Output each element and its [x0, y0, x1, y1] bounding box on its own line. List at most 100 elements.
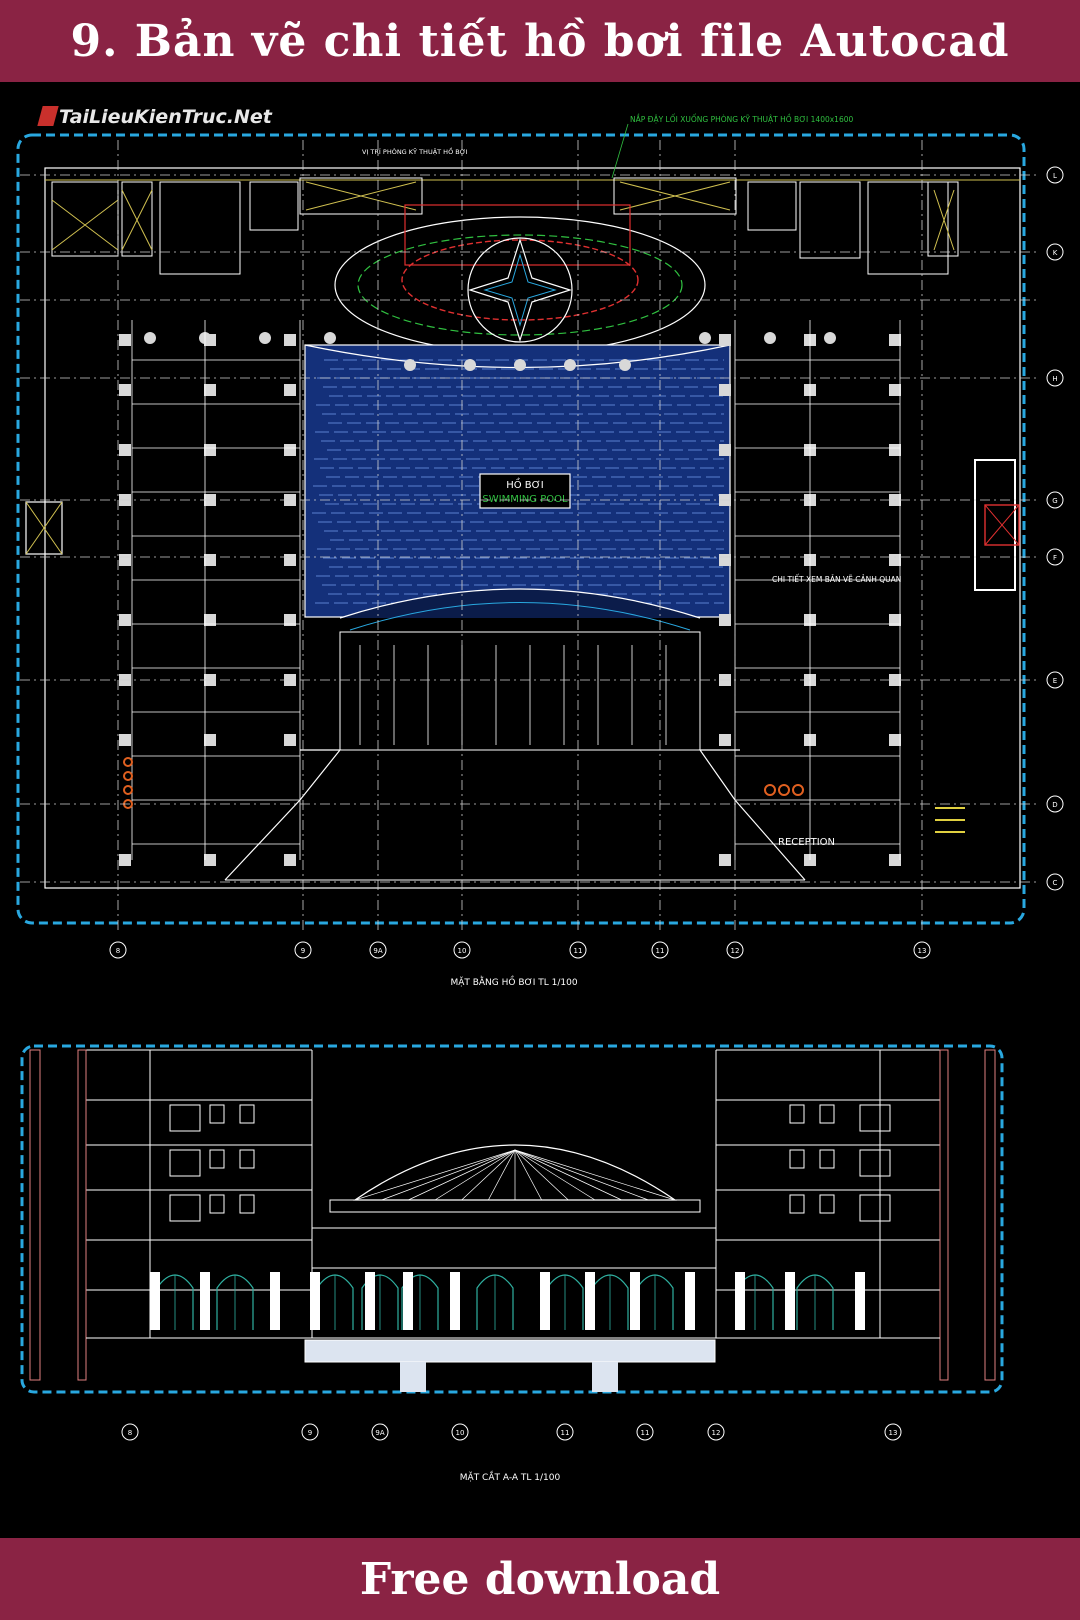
balcony: [169, 1194, 201, 1222]
grid-bubble: E: [1046, 671, 1064, 689]
pillar: [270, 1272, 280, 1330]
grid-bubble: 8: [121, 1423, 139, 1441]
column: [324, 332, 336, 344]
grid-label: 9: [301, 947, 305, 955]
grid-bubble: 10: [453, 941, 471, 959]
download-banner[interactable]: Free download: [0, 1538, 1080, 1620]
download-label[interactable]: Free download: [359, 1553, 721, 1605]
column: [284, 614, 296, 626]
grid-label: D: [1052, 801, 1057, 809]
pillar: [540, 1272, 550, 1330]
grid-bubble: 13: [884, 1423, 902, 1441]
column: [284, 734, 296, 746]
grid-bubble: C: [1046, 873, 1064, 891]
pillar: [685, 1272, 695, 1330]
note-landscape: CHI TIẾT XEM BẢN VẼ CẢNH QUAN: [772, 574, 901, 584]
dome-rib: [434, 1149, 516, 1201]
column: [119, 384, 131, 396]
column: [719, 554, 731, 566]
pillar: [200, 1272, 210, 1330]
grid-bubble: K: [1046, 243, 1064, 261]
column: [889, 444, 901, 456]
pillar: [450, 1272, 460, 1330]
grid-bubble: L: [1046, 166, 1064, 184]
dome-rib: [514, 1149, 542, 1201]
column: [889, 614, 901, 626]
grid-bubble: 9: [301, 1423, 319, 1441]
grid-label: 13: [889, 1429, 898, 1437]
grid-label: 8: [128, 1429, 132, 1437]
column: [889, 854, 901, 866]
grid-label: 11: [656, 947, 665, 955]
note-hatch-cover: NẮP ĐẬY LỐI XUỐNG PHÒNG KỸ THUẬT HỒ BƠI …: [630, 114, 853, 124]
column: [719, 614, 731, 626]
column: [284, 854, 296, 866]
column: [204, 734, 216, 746]
dome-ribs: [354, 1149, 676, 1201]
grid-bubble: D: [1046, 795, 1064, 813]
column: [719, 444, 731, 456]
dome-rib: [514, 1149, 569, 1201]
window: [239, 1149, 255, 1169]
balcony: [859, 1149, 891, 1177]
window: [209, 1149, 225, 1169]
column: [284, 444, 296, 456]
grid-bubble: 8: [109, 941, 127, 959]
column: [764, 332, 776, 344]
grid-bubble: F: [1046, 548, 1064, 566]
dome-rib: [461, 1149, 516, 1201]
pillar: [735, 1272, 745, 1330]
logo-text: TaiLieuKienTruc.Net: [59, 106, 272, 128]
section-caption: MẶT CẮT A-A TL 1/100: [460, 1470, 561, 1483]
grid-label: K: [1053, 249, 1058, 257]
column: [889, 734, 901, 746]
grid-bubble: 12: [707, 1423, 725, 1441]
window: [819, 1104, 835, 1124]
grid-label: H: [1052, 375, 1057, 383]
grid-label: 12: [712, 1429, 721, 1437]
windows: [169, 1104, 891, 1222]
grid-bubble: 11: [569, 941, 587, 959]
grid-label: F: [1053, 554, 1057, 562]
window: [789, 1149, 805, 1169]
column: [204, 444, 216, 456]
grid-label: 11: [641, 1429, 650, 1437]
grid-label: 8: [116, 947, 120, 955]
dome-rib: [381, 1149, 516, 1201]
pillar: [585, 1272, 595, 1330]
column: [119, 854, 131, 866]
window: [209, 1104, 225, 1124]
column: [204, 384, 216, 396]
reception-label: RECEPTION: [778, 837, 835, 848]
grid-bubble: 11: [556, 1423, 574, 1441]
column: [119, 554, 131, 566]
column: [464, 359, 476, 371]
logo-mark-icon: [37, 106, 59, 126]
column: [889, 554, 901, 566]
column: [204, 554, 216, 566]
dome-rib: [354, 1149, 516, 1201]
pillar: [150, 1272, 160, 1330]
grid-label: 11: [574, 947, 583, 955]
pillar: [855, 1272, 865, 1330]
arches: [150, 1272, 865, 1330]
grid-label: C: [1053, 879, 1058, 887]
balcony: [169, 1104, 201, 1132]
column: [719, 384, 731, 396]
pillar: [630, 1272, 640, 1330]
grid-label: G: [1052, 497, 1057, 505]
column: [564, 359, 576, 371]
column: [699, 332, 711, 344]
column: [824, 332, 836, 344]
column: [259, 332, 271, 344]
balcony: [169, 1149, 201, 1177]
column: [284, 334, 296, 346]
grid-bubble: H: [1046, 369, 1064, 387]
deck-lines: [359, 645, 667, 745]
grid-bubble: 11: [651, 941, 669, 959]
column: [144, 332, 156, 344]
dome-rib: [488, 1149, 516, 1201]
pillar: [365, 1272, 375, 1330]
